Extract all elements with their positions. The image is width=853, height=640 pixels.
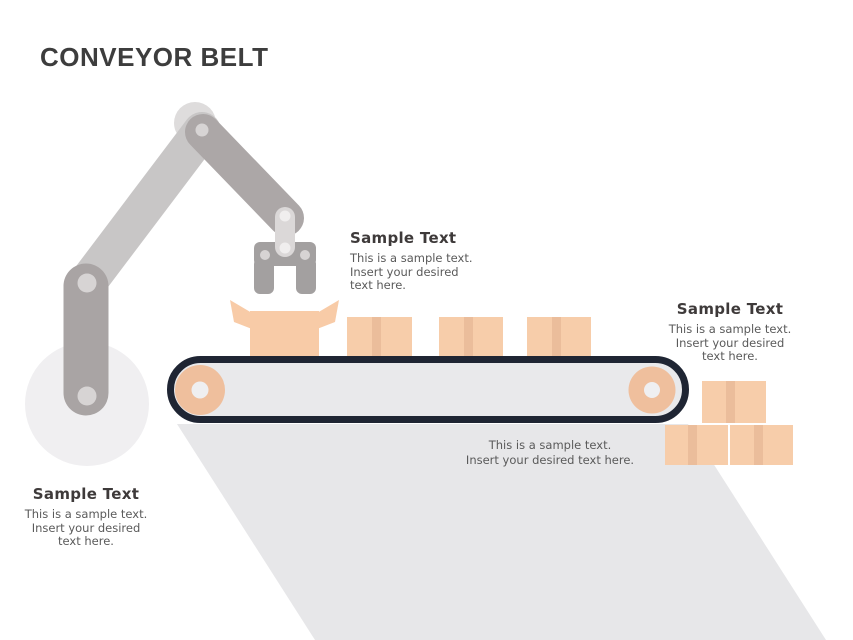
cardboard-box-icon — [347, 317, 412, 362]
conveyor-belt-icon — [167, 356, 689, 423]
label-line: Insert your desired — [31, 520, 141, 535]
arm-joint-pin — [77, 386, 97, 406]
label-line: This is a sample text. — [668, 322, 792, 336]
robot-arm-lower-segment — [69, 112, 221, 301]
wrist-pin — [279, 210, 291, 222]
open-box-body — [250, 311, 319, 362]
label-line: This is a sample text. — [24, 507, 148, 521]
belt-wheel-left-hub — [191, 381, 209, 399]
label-arm-base: Sample Text This is a sample text. Inser… — [8, 485, 164, 549]
label-line: Insert your desired text here. — [465, 453, 635, 467]
label-heading: Sample Text — [32, 485, 140, 503]
open-box-flap-right — [317, 300, 339, 329]
cardboard-box-icon — [665, 425, 728, 465]
box-stack-icon — [665, 381, 793, 465]
label-line: This is a sample text. — [350, 251, 473, 265]
cardboard-box-icon — [439, 317, 503, 362]
belt-wheel-right-hub — [644, 382, 660, 398]
label-box-stack: Sample Text This is a sample text. Inser… — [652, 300, 808, 364]
label-heading: Sample Text — [350, 229, 457, 247]
arm-elbow-pin — [195, 123, 209, 137]
gripper-screw — [300, 250, 310, 260]
robot-arm-upper-segment — [185, 114, 304, 236]
open-box-icon — [230, 300, 339, 362]
label-line: This is a sample text. — [488, 438, 612, 452]
label-arm-drop: Sample Text This is a sample text. Inser… — [350, 229, 520, 293]
open-box-flap-left — [230, 300, 252, 329]
page-title: CONVEYOR BELT — [40, 42, 269, 72]
arm-joint-pin — [77, 273, 97, 293]
label-line: Insert your desired — [675, 335, 785, 350]
label-line: text here. — [702, 349, 758, 363]
cardboard-box-icon — [730, 425, 793, 465]
gripper-screw — [260, 250, 270, 260]
label-line: text here. — [350, 278, 406, 292]
gripper-left-finger — [254, 258, 274, 294]
label-line: Insert your desired — [350, 264, 459, 279]
floor-shadow — [177, 424, 826, 640]
cardboard-box-icon — [527, 317, 591, 362]
cardboard-box-icon — [702, 381, 766, 423]
label-belt-caption: This is a sample text. Insert your desir… — [450, 438, 650, 468]
gripper-right-finger — [296, 258, 316, 294]
label-line: text here. — [58, 534, 114, 548]
wrist-pin — [279, 242, 291, 254]
label-heading: Sample Text — [676, 300, 784, 318]
